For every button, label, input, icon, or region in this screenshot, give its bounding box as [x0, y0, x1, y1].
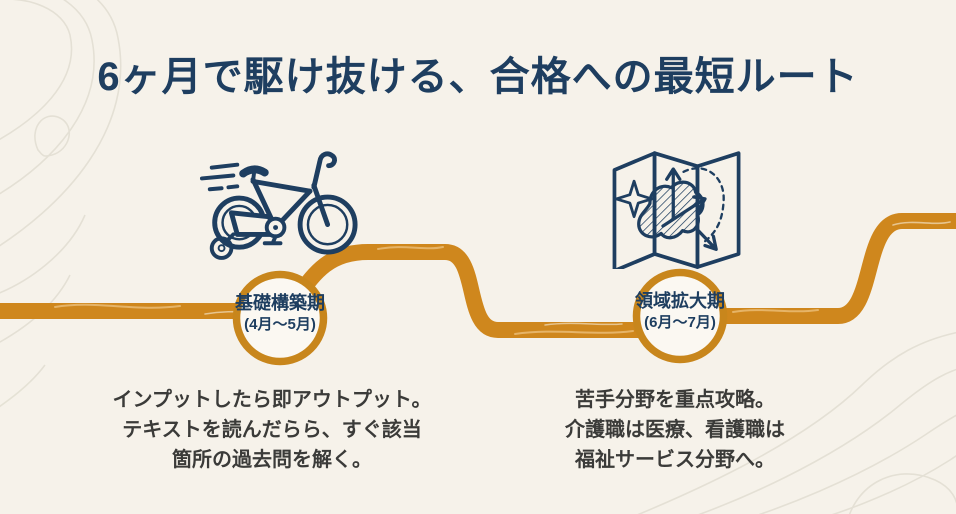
milestone-name: 領域拡大期 [635, 291, 725, 311]
route-path [0, 213, 956, 338]
description-line: 介護職は医療、看護職は [565, 419, 785, 441]
description-line: テキストを読んだらら、すぐ該当 [122, 419, 422, 441]
bicycle-icon [199, 151, 358, 260]
milestone-label-2: 領域拡大期 (6月〜7月) [590, 289, 770, 334]
page-title: 6ヶ月で駆け抜ける、合格への最短ルート [97, 55, 859, 99]
map-icon [612, 151, 741, 269]
description-line: 苦手分野を重点攻略。 [575, 389, 775, 411]
milestone-description-2: 苦手分野を重点攻略。 介護職は医療、看護職は 福祉サービス分野へ。 [485, 385, 865, 475]
description-line: インプットしたら即アウトプット。 [112, 389, 432, 411]
milestone-name: 基礎構築期 [235, 293, 325, 313]
milestone-period: (6月〜7月) [644, 314, 716, 332]
description-line: 箇所の過去問を解く。 [172, 449, 372, 471]
milestone-node-2 [632, 268, 728, 364]
milestone-node-1 [232, 270, 328, 366]
description-line: 福祉サービス分野へ。 [575, 449, 775, 471]
milestone-label-1: 基礎構築期 (4月〜5月) [190, 291, 370, 336]
milestone-description-1: インプットしたら即アウトプット。 テキストを読んだらら、すぐ該当 箇所の過去問を… [82, 385, 462, 475]
milestone-period: (4月〜5月) [244, 316, 316, 334]
